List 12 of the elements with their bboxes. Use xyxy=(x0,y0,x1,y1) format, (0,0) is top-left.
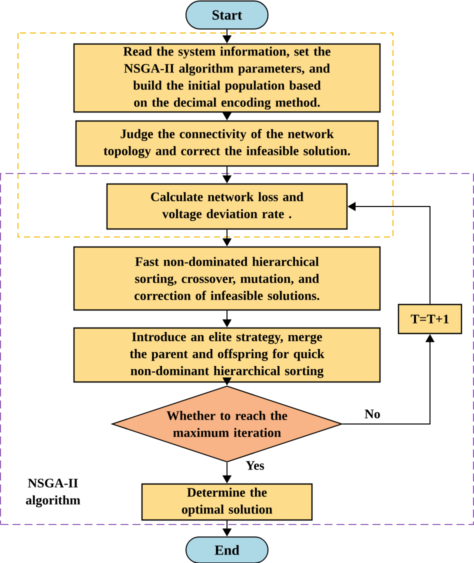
process-box: T=T+1 xyxy=(398,304,462,334)
process-box: Judge the connectivity of the network topology and correct the infeasible solution. xyxy=(75,120,379,167)
process-box: Read the system information, set the NSGA-II algorithm parameters, and build the initial population based on the decimal encoding method. xyxy=(73,43,381,113)
region-label: NSGA-II algorithm xyxy=(26,478,80,508)
edge-label: No xyxy=(364,408,382,420)
process-box: Determine the optimal solution xyxy=(141,483,313,521)
edge-label: Yes xyxy=(244,460,266,471)
process-box: Calculate network loss and voltage deviation rate . xyxy=(106,183,348,230)
process-box: Introduce an elite strategy, merge the parent and offspring for quick non-dominant hierarchical sorting xyxy=(73,327,381,383)
terminal-box: Start xyxy=(186,0,268,30)
process-box: Fast non-dominated hierarchical sorting, crossover, mutation, and correction of infeasible solutions. xyxy=(73,246,381,311)
terminal-box: End xyxy=(186,536,268,563)
